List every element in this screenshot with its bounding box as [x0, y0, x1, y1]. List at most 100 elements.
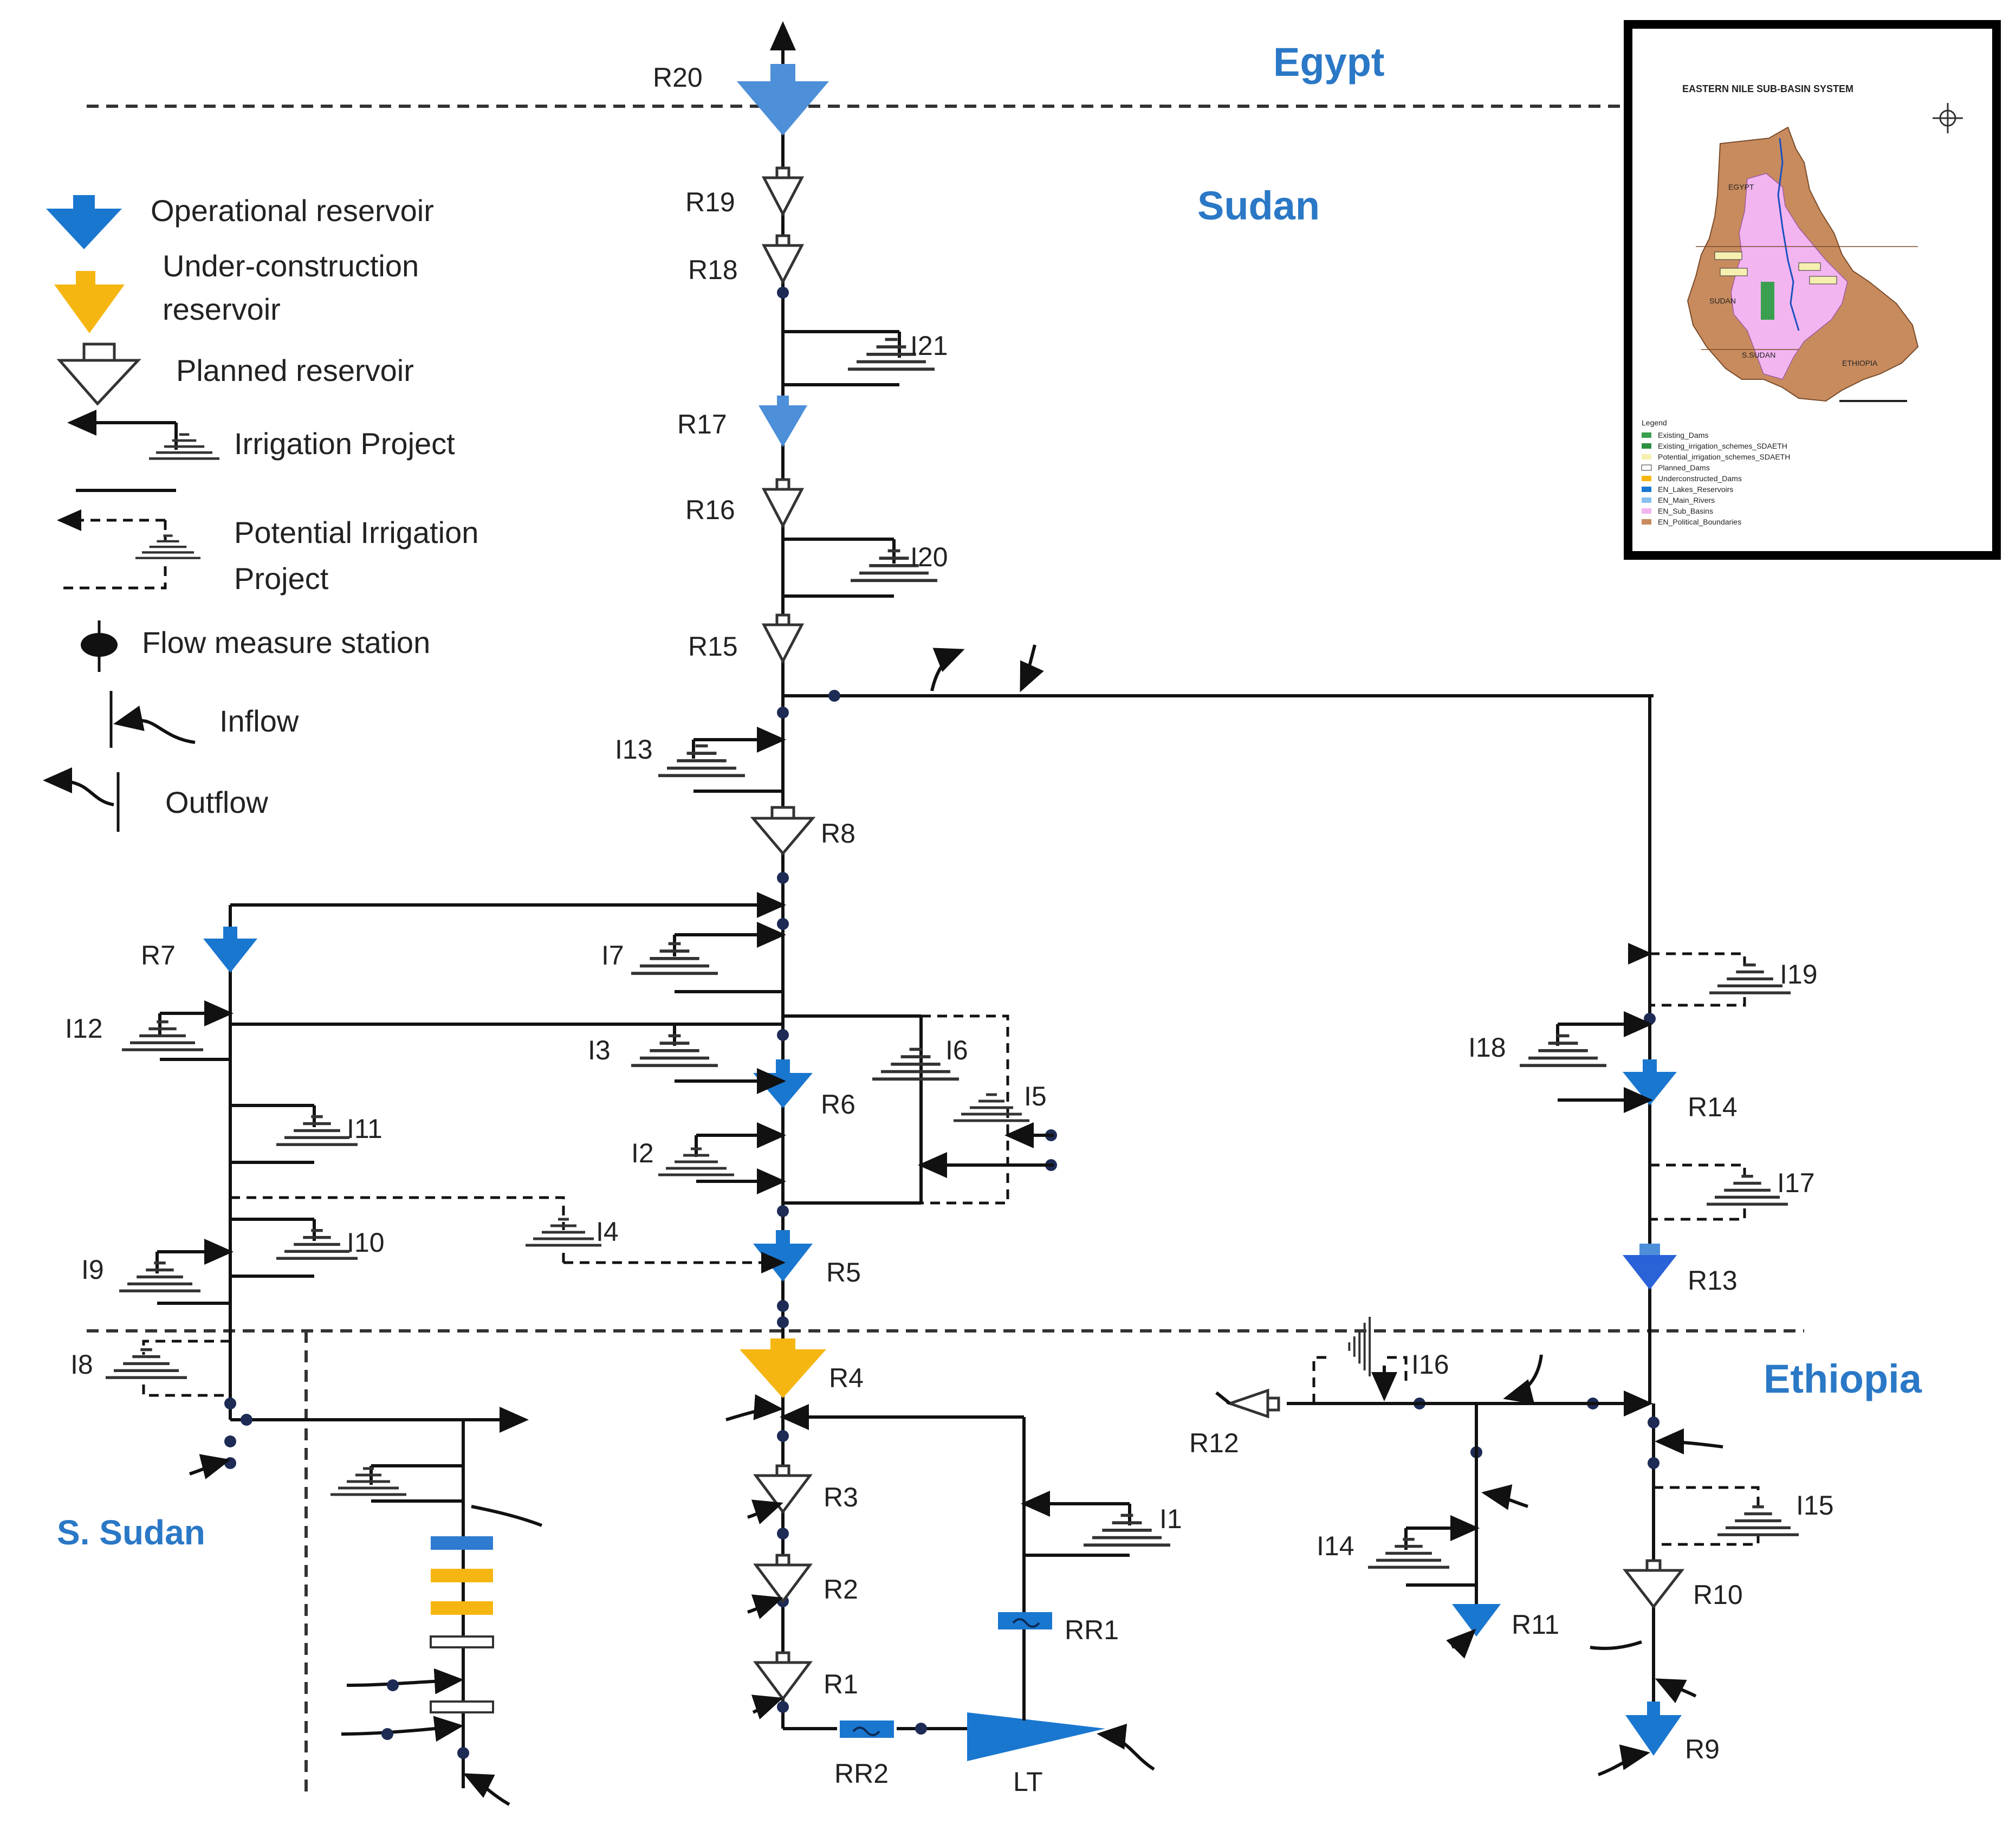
- inset-legend-item: Underconstructed_Dams: [1658, 474, 1742, 483]
- inflow-arrow: [189, 1454, 231, 1479]
- irrigation-I6: I6: [783, 1014, 968, 1205]
- reservoir-R2: R2: [753, 1554, 858, 1605]
- inflow-arrow: [1097, 1723, 1155, 1771]
- inset-legend-item: Existing_Dams: [1658, 431, 1708, 439]
- flow-station: [241, 1414, 252, 1426]
- inflow-arrow: [1655, 1428, 1723, 1455]
- legend-label-flow-station: Flow measure station: [142, 625, 430, 659]
- regulator-label-RR1: RR1: [1065, 1615, 1119, 1645]
- reservoir-R16: R16: [685, 478, 805, 529]
- irrigation-label-I21: I21: [910, 331, 948, 361]
- irrigation-label-I14: I14: [1317, 1531, 1354, 1561]
- irrigation-label-I17: I17: [1777, 1168, 1815, 1198]
- irrigation-I1: I1: [1021, 1491, 1182, 1557]
- irrigation-I7: I7: [601, 922, 786, 993]
- irrigation-label-I10: I10: [347, 1227, 385, 1258]
- irrigation-I19: I19: [1628, 943, 1818, 1007]
- flow-stations: [224, 287, 1660, 1735]
- inset-legend-title: Legend: [1642, 418, 1667, 427]
- irrigation-label-I9: I9: [81, 1254, 104, 1285]
- legend-label-potential-2: Project: [234, 561, 329, 596]
- flow-station: [1648, 1457, 1660, 1469]
- reservoir-R7: R7: [141, 927, 257, 973]
- country-label-s-sudan: S. Sudan: [57, 1513, 205, 1552]
- inflow-arrow: [463, 1773, 510, 1806]
- inset-map: EASTERN NILE SUB-BASIN SYSTEM EGYPT SUDA…: [1624, 20, 2001, 560]
- reservoir-label-R12: R12: [1189, 1428, 1239, 1458]
- flow-station: [777, 1430, 789, 1442]
- flow-station: [915, 1723, 927, 1735]
- irrigation-label-I18: I18: [1468, 1032, 1506, 1063]
- legend-label-under-construction-2: reservoir: [163, 292, 281, 326]
- reservoir-label-R4: R4: [829, 1363, 864, 1393]
- flow-station: [828, 690, 840, 702]
- inset-label-egypt: EGYPT: [1728, 183, 1754, 191]
- reservoir-R1: R1: [753, 1651, 858, 1702]
- country-label-egypt: Egypt: [1273, 40, 1385, 85]
- reservoir-R13: R13: [1623, 1244, 1738, 1296]
- reservoir-R10: R10: [1622, 1559, 1743, 1610]
- irrigation-I11: I11: [230, 1104, 383, 1164]
- inflow-arrow: [1481, 1484, 1528, 1510]
- flow-station: [777, 872, 789, 884]
- irrigation-I18: I18: [1468, 1011, 1653, 1113]
- reservoir-label-R19: R19: [685, 187, 735, 217]
- reservoir-R5: R5: [753, 1230, 861, 1288]
- irrigation-label-I4: I4: [596, 1217, 619, 1247]
- irrigation-I13: I13: [615, 727, 786, 793]
- legend-item-irrigation: Irrigation Project: [67, 410, 455, 492]
- main-stem: [770, 21, 967, 1730]
- reservoir-label-R20: R20: [653, 62, 703, 93]
- inflow-arrow: [471, 1505, 543, 1527]
- legend-label-planned: Planned reservoir: [176, 353, 414, 387]
- legend-label-inflow: Inflow: [219, 704, 299, 738]
- flow-station: [224, 1435, 236, 1447]
- reservoir-label-R11: R11: [1512, 1609, 1559, 1640]
- legend-item-inflow: Inflow: [109, 691, 299, 748]
- inset-label-ethiopia: ETHIOPIA: [1842, 359, 1878, 367]
- inset-legend-item: EN_Political_Boundaries: [1658, 518, 1741, 526]
- flow-station: [224, 1457, 236, 1469]
- reservoir-label-R5: R5: [826, 1257, 861, 1288]
- irrigation-label-I15: I15: [1796, 1490, 1834, 1521]
- irrigation-label-I12: I12: [65, 1013, 103, 1044]
- inset-label-s-sudan: S.SUDAN: [1742, 351, 1775, 359]
- inset-legend-item: EN_Lakes_Reservoirs: [1658, 485, 1733, 494]
- irrigation-I15: I15: [1654, 1486, 1834, 1546]
- inflow-arrow: [1503, 1354, 1543, 1405]
- irrigation-I5: I5: [918, 1014, 1054, 1205]
- reservoir-label-R9: R9: [1685, 1734, 1720, 1764]
- inset-legend-item: Existing_irrigation_schemes_SDAETH: [1658, 442, 1787, 450]
- irrigation-I10: I10: [230, 1218, 385, 1278]
- inset-legend: Existing_Dams Existing_irrigation_scheme…: [1641, 431, 1790, 526]
- legend-item-operational: Operational reservoir: [46, 193, 434, 249]
- reservoir-R20: R20: [653, 62, 829, 135]
- white-nile-branch: [229, 892, 786, 1788]
- irrigation-I20: I20: [783, 538, 948, 598]
- lake-LT: LT: [967, 1712, 1155, 1797]
- inset-legend-item: EN_Main_Rivers: [1658, 496, 1715, 504]
- irrigation-label-I13: I13: [615, 734, 653, 765]
- reservoir-R18: R18: [688, 234, 805, 285]
- reservoir-R6: R6: [753, 1059, 855, 1120]
- irrigation-I21: I21: [783, 330, 948, 386]
- inflow-arrow: [751, 1694, 783, 1719]
- flow-station: [777, 1701, 789, 1713]
- reservoir-label-R3: R3: [824, 1482, 858, 1512]
- legend-label-irrigation: Irrigation Project: [234, 426, 455, 461]
- inset-legend-item: EN_Sub_Basins: [1658, 507, 1713, 515]
- inset-label-sudan: SUDAN: [1709, 296, 1736, 305]
- reservoir-R17: R17: [677, 396, 807, 447]
- reservoir-R12: R12: [1189, 1354, 1653, 1458]
- reservoir-R14: R14: [1623, 1059, 1738, 1122]
- irrigation-label-I19: I19: [1780, 959, 1818, 989]
- reservoir-label-R16: R16: [685, 495, 735, 525]
- reservoir-label-R17: R17: [677, 409, 727, 439]
- irrigation-label-I20: I20: [910, 542, 948, 572]
- irrigation-I2: I2: [631, 1122, 786, 1194]
- flow-station: [777, 918, 789, 930]
- reservoir-R19: R19: [685, 166, 805, 217]
- flow-station: [777, 287, 789, 299]
- irrigation-label-I3: I3: [588, 1035, 611, 1065]
